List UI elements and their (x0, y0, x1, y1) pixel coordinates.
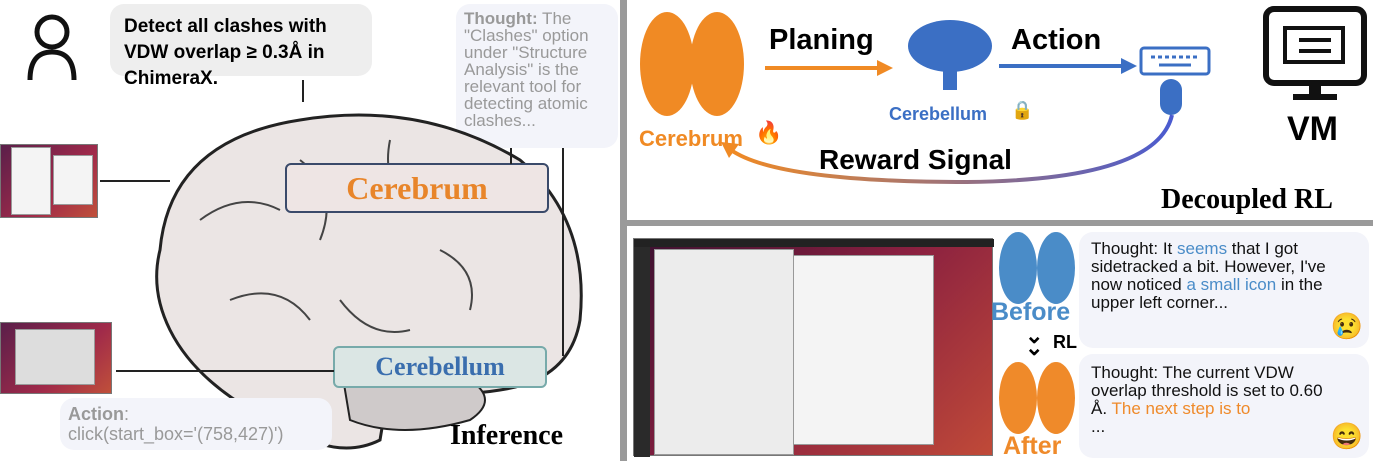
arrow-into-brain (100, 180, 170, 182)
decoupled-title: Decoupled RL (1161, 184, 1333, 215)
thought-bubble: Thought: The "Clashes" option under "Str… (456, 4, 618, 148)
action-bubble: Action:click(start_box='(758,427)') (60, 398, 332, 450)
before-thought-bubble: Thought: It seems that I got sidetracked… (1079, 232, 1369, 348)
highlight: a small icon (1186, 275, 1277, 294)
rl-label: RL (1053, 332, 1077, 352)
text: that I got sidetracked a bit. However, I… (1091, 239, 1326, 294)
after-thought-bubble: Thought: The current VDW overlap thresho… (1079, 354, 1369, 458)
action-label: Action (68, 404, 124, 424)
screenshot-output (0, 322, 112, 394)
thought-arrow (562, 148, 564, 356)
text: Thought: It (1091, 239, 1177, 258)
monitor-icon (1263, 6, 1367, 100)
thought-text: The "Clashes" option under "Structure An… (464, 9, 589, 130)
text: ... (1091, 417, 1106, 436)
user-icon (27, 14, 77, 81)
text: in the upper left corner... (1091, 275, 1323, 312)
cerebrum-label: Cerebrum (285, 163, 549, 213)
fire-icon: 🔥 (755, 120, 783, 145)
reward-signal-label: Reward Signal (819, 144, 1012, 175)
vm-label: VM (1287, 110, 1338, 148)
text: Thought: The current VDW overlap thresho… (1091, 363, 1323, 418)
highlight: The next step is to (1111, 399, 1251, 418)
reward-arrow (721, 114, 1174, 185)
action-arrow (999, 58, 1137, 74)
planing-arrow (765, 60, 893, 76)
brain-orange-icon (999, 362, 1075, 434)
arrow-out-brain (116, 370, 334, 372)
screenshot-input (0, 144, 98, 218)
action-label: Action (1011, 24, 1102, 56)
happy-emoji-icon: 😄 (1330, 421, 1363, 451)
decoupled-panel: Cerebrum 🔥 Planing Cerebellum 🔒 Action V… (627, 0, 1373, 220)
thought-line-1 (510, 148, 512, 164)
chimerax-screenshot (633, 238, 994, 457)
arrow-down (302, 80, 304, 102)
thought-label: Thought: (464, 9, 538, 28)
brain-orange-icon (640, 12, 744, 116)
horizontal-divider (627, 220, 1373, 226)
after-label: After (1003, 432, 1062, 460)
highlight: seems (1177, 239, 1228, 258)
keyboard-icon (1139, 46, 1211, 76)
inference-title: Inference (450, 420, 563, 451)
vertical-divider (620, 0, 627, 461)
cerebellum-label: Cerebellum (333, 346, 547, 388)
cerebellum-blue-icon (908, 20, 992, 90)
crying-emoji-icon: 😢 (1330, 311, 1363, 341)
user-prompt-bubble: Detect all clashes with VDW overlap ≥ 0.… (110, 4, 372, 89)
before-label: Before (991, 298, 1071, 326)
cerebellum-label: Cerebellum (889, 104, 988, 124)
action-text: click(start_box='(758,427)') (68, 424, 284, 444)
inference-panel: Detect all clashes with VDW overlap ≥ 0.… (0, 0, 620, 461)
lock-icon: 🔒 (1011, 100, 1034, 120)
brain-blue-icon (999, 232, 1075, 304)
rl-compare-panel: Before ⌄⌄ RL After Thought: It seems tha… (627, 226, 1373, 461)
planing-label: Planing (769, 24, 874, 56)
mouse-icon (1160, 79, 1182, 115)
double-chevron-down-icon: ⌄⌄ (1025, 323, 1044, 360)
